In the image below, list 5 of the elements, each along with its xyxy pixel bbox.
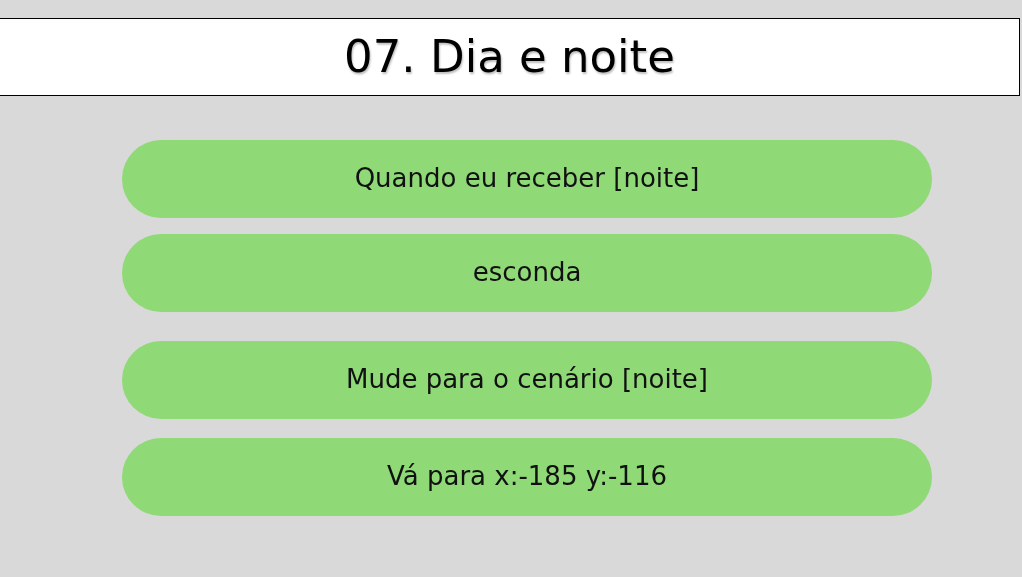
block-text: esconda	[472, 257, 582, 289]
block-text: Vá para x:-185 y:-116	[387, 461, 667, 493]
block-text: Mude para o cenário [noite]	[345, 364, 708, 396]
block-text: Quando eu receber [noite]	[354, 163, 700, 195]
title: 07. Dia e noite	[344, 32, 675, 82]
